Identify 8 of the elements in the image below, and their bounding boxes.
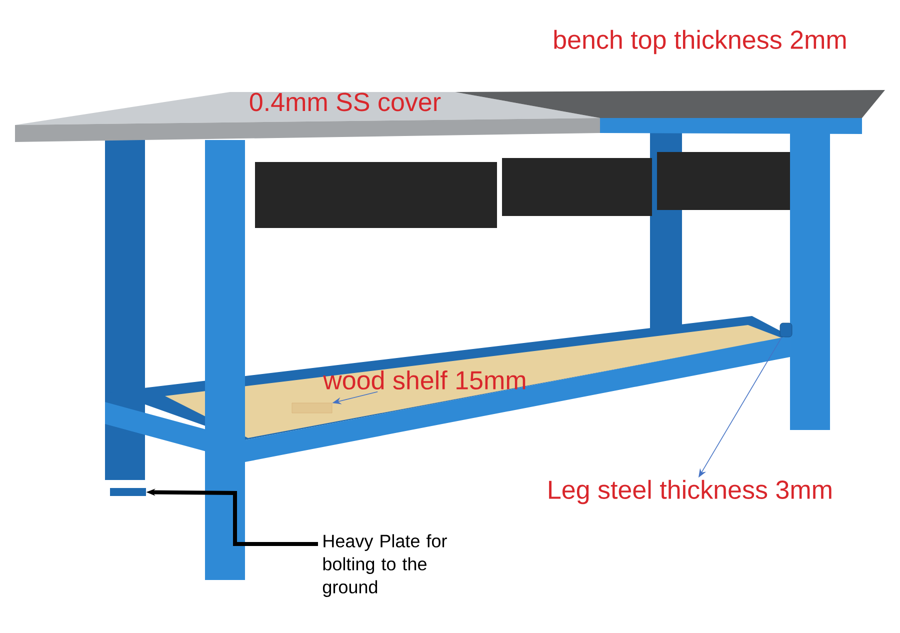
foot-plate bbox=[110, 488, 146, 496]
callout-label: bench top thickness 2mm bbox=[554, 30, 846, 54]
shelf-board bbox=[292, 402, 332, 414]
callout-label: Heavy Plate for bolting to the ground bbox=[322, 534, 447, 597]
callout-label: wood shelf 15mm bbox=[323, 370, 526, 390]
callout-label: 0.4mm SS cover bbox=[250, 92, 441, 112]
leg-joint bbox=[780, 322, 792, 338]
callout-label: Leg steel thickness 3mm bbox=[549, 480, 832, 504]
